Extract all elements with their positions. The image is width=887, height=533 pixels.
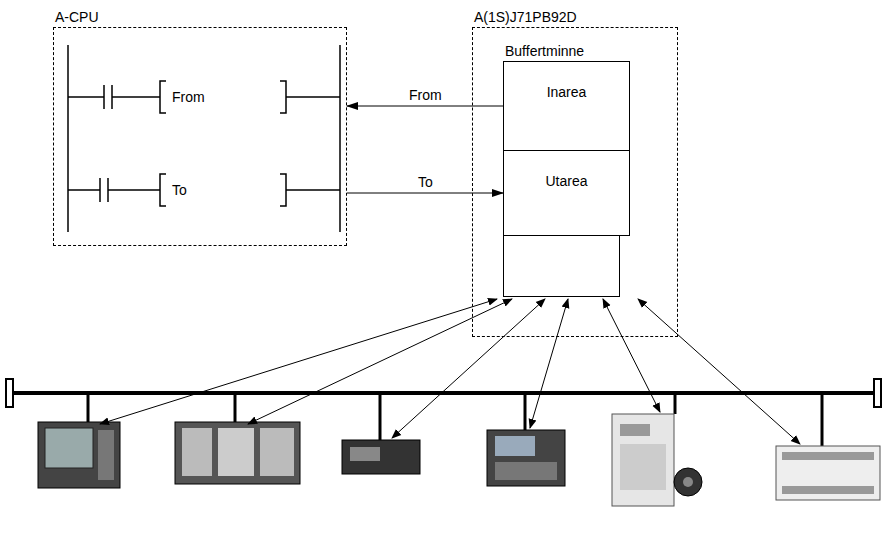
box-heading: Buffertminne — [505, 43, 584, 59]
area-label: Inarea — [504, 84, 629, 100]
plc-rack — [175, 422, 300, 484]
data-arrow — [347, 106, 503, 107]
data-arrow — [347, 193, 503, 194]
edge-label: From — [407, 87, 444, 103]
box-heading: A(1S)J71PB92D — [474, 9, 577, 25]
ladder-diagram — [68, 45, 340, 232]
memory-area: Inarea — [503, 61, 630, 151]
instruction-label: From — [172, 89, 205, 105]
edge-label: To — [416, 174, 435, 190]
instruction-label: To — [172, 182, 187, 198]
hmi-panel — [38, 422, 120, 488]
memory-area: Utarea — [503, 150, 630, 236]
compact-plc — [776, 446, 880, 500]
module-box: A(1S)J71PB92DBuffertminneInareaUtarea — [472, 27, 678, 337]
operator-terminal — [487, 430, 565, 486]
buffer-memory: BuffertminneInareaUtarea — [503, 61, 620, 297]
box-heading: A-CPU — [55, 9, 99, 25]
cpu-box: A-CPU — [53, 27, 347, 246]
compact-module — [342, 440, 420, 474]
data-exchange-arrows — [100, 299, 800, 444]
servo-drive — [612, 414, 702, 506]
area-label: Utarea — [504, 173, 629, 189]
